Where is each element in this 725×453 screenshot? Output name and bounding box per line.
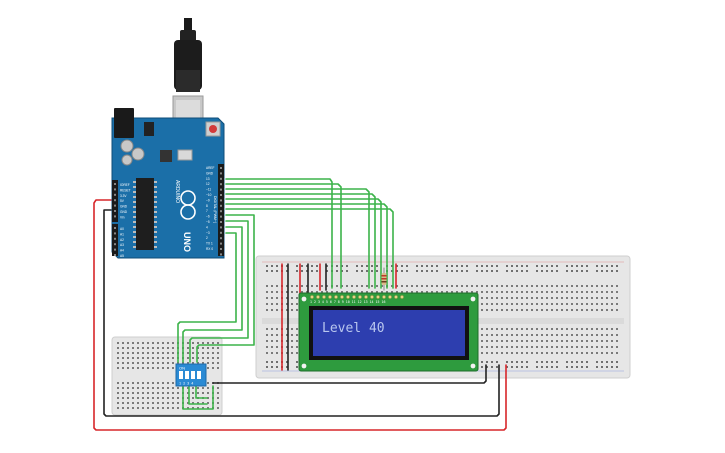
digital-pin-label: 13 bbox=[206, 177, 210, 181]
power-pin-label: 5V bbox=[120, 199, 125, 203]
analog-pin-label: A3 bbox=[120, 243, 124, 247]
digital-pin-label: ~10 bbox=[206, 193, 212, 197]
digital-pin-label: AREF bbox=[206, 166, 215, 170]
digital-header-label: DIGITAL (PWM~) bbox=[213, 196, 217, 223]
analog-pin-header[interactable] bbox=[112, 224, 118, 256]
resistor bbox=[381, 267, 387, 291]
power-pin-label: Vin bbox=[120, 215, 125, 219]
digital-pin-label: 4 bbox=[206, 225, 208, 229]
power-pin-label: IOREF bbox=[120, 183, 130, 187]
power-pin-label: GND bbox=[120, 210, 128, 214]
power-5v-wire bbox=[93, 199, 507, 431]
analog-pin-label: A4 bbox=[120, 249, 124, 253]
digital-pin-label: ~3 bbox=[206, 231, 210, 235]
digital-pin-label: ~6 bbox=[206, 215, 210, 219]
arduino-uno-board[interactable]: UNO ARDUINO DIGITAL (PWM~) AREFGND1312~1… bbox=[111, 18, 225, 259]
digital-pin-label: 12 bbox=[206, 182, 210, 186]
lcd-pin-numbers: 1 2 3 4 5 6 7 8 9 10 11 12 13 14 15 16 bbox=[310, 300, 385, 304]
usb-cable bbox=[172, 18, 204, 133]
power-pin-label: 3.3V bbox=[120, 194, 127, 198]
power-jack bbox=[114, 108, 134, 138]
dip-switch-on-label: ON bbox=[179, 366, 185, 371]
atmega-chip bbox=[136, 178, 154, 250]
analog-pin-label: A5 bbox=[120, 254, 124, 258]
lcd-pin-row bbox=[310, 295, 404, 299]
digital-pin-label: 7 bbox=[206, 209, 208, 213]
analog-pin-label: A2 bbox=[120, 238, 124, 242]
arduino-logo bbox=[180, 190, 196, 220]
digital-pin-label: GND bbox=[206, 171, 214, 175]
lcd-display-text: Level 40 bbox=[322, 321, 385, 336]
wires bbox=[93, 178, 507, 431]
power-pin-label: RESET bbox=[120, 188, 131, 192]
digital-pin-label: ~5 bbox=[206, 220, 210, 224]
arduino-model-label: UNO bbox=[182, 232, 192, 252]
dip-toggle-4[interactable] bbox=[197, 371, 201, 379]
digital-pin-header[interactable] bbox=[218, 164, 224, 256]
dip-switch-numbers: 1 2 3 4 bbox=[179, 382, 193, 386]
analog-pin-label: A0 bbox=[120, 227, 124, 231]
arduino-brand-label: ARDUINO bbox=[174, 180, 180, 203]
digital-pin-label: ~11 bbox=[206, 188, 211, 192]
dip-toggle-1[interactable] bbox=[179, 371, 183, 379]
digital-pin-label: 2 bbox=[206, 236, 208, 240]
dip-toggle-2[interactable] bbox=[185, 371, 189, 379]
dip-switch-wires bbox=[177, 214, 255, 410]
ground-wire bbox=[103, 209, 500, 417]
dip-toggle-3[interactable] bbox=[191, 371, 195, 379]
digital-pin-label: ~9 bbox=[206, 198, 210, 202]
power-pin-label: GND bbox=[120, 205, 128, 209]
lcd-data-wires bbox=[225, 178, 394, 289]
analog-pin-label: A1 bbox=[120, 232, 124, 236]
lcd-module[interactable]: 1 2 3 4 5 6 7 8 9 10 11 12 13 14 15 16 L… bbox=[298, 292, 479, 372]
lcd-screen bbox=[313, 310, 465, 356]
dip-switch[interactable]: ON 1 2 3 4 bbox=[175, 363, 207, 387]
digital-pin-label: 8 bbox=[206, 204, 208, 208]
digital-pin-label: RX 0 bbox=[206, 247, 213, 251]
digital-pin-label: TX 1 bbox=[206, 242, 213, 246]
